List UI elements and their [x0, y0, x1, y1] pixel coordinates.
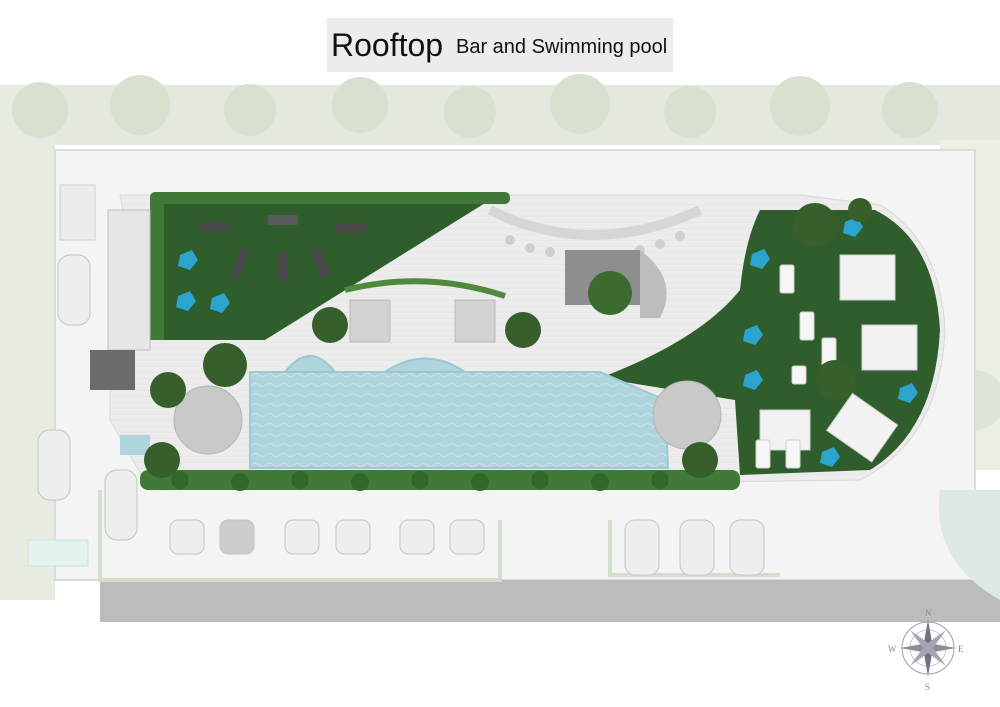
umbrella-west — [173, 385, 243, 455]
title-box — [327, 18, 673, 72]
cabanas — [759, 254, 918, 463]
north-hedge — [150, 192, 510, 204]
white-loungers — [755, 264, 837, 469]
mini-pool — [27, 539, 89, 567]
neighbor-pool — [938, 490, 1000, 600]
bean-bags — [176, 217, 918, 467]
west-hedge — [150, 200, 164, 340]
lobby-box — [59, 184, 96, 241]
lounger-umbrella-b — [454, 299, 496, 343]
bar-counter — [487, 205, 703, 240]
machine-room — [90, 350, 135, 390]
stair-block — [107, 209, 151, 351]
compass-rose: N S E W — [888, 608, 964, 692]
planter-arc — [344, 278, 506, 299]
sun-loungers — [200, 215, 365, 282]
compass-n: N — [925, 608, 932, 618]
swimming-pool — [249, 371, 670, 469]
compass-s: S — [925, 682, 930, 692]
pool-jacuzzi — [282, 355, 338, 373]
compass-w: W — [888, 644, 897, 654]
parked-cars — [37, 254, 765, 576]
bar-stage — [640, 250, 667, 318]
plan-title: Rooftop — [331, 27, 444, 63]
south-hedge — [140, 470, 740, 490]
hedge-shrubs — [171, 471, 669, 491]
lounger-umbrella-a — [349, 299, 391, 343]
pool-bay — [381, 357, 469, 373]
small-pool — [120, 435, 150, 455]
umbrella-east — [652, 380, 722, 450]
plan-subtitle: Bar and Swimming pool — [456, 36, 668, 58]
trees — [144, 198, 872, 478]
bar-tree — [588, 271, 632, 315]
compass-e: E — [958, 644, 964, 654]
